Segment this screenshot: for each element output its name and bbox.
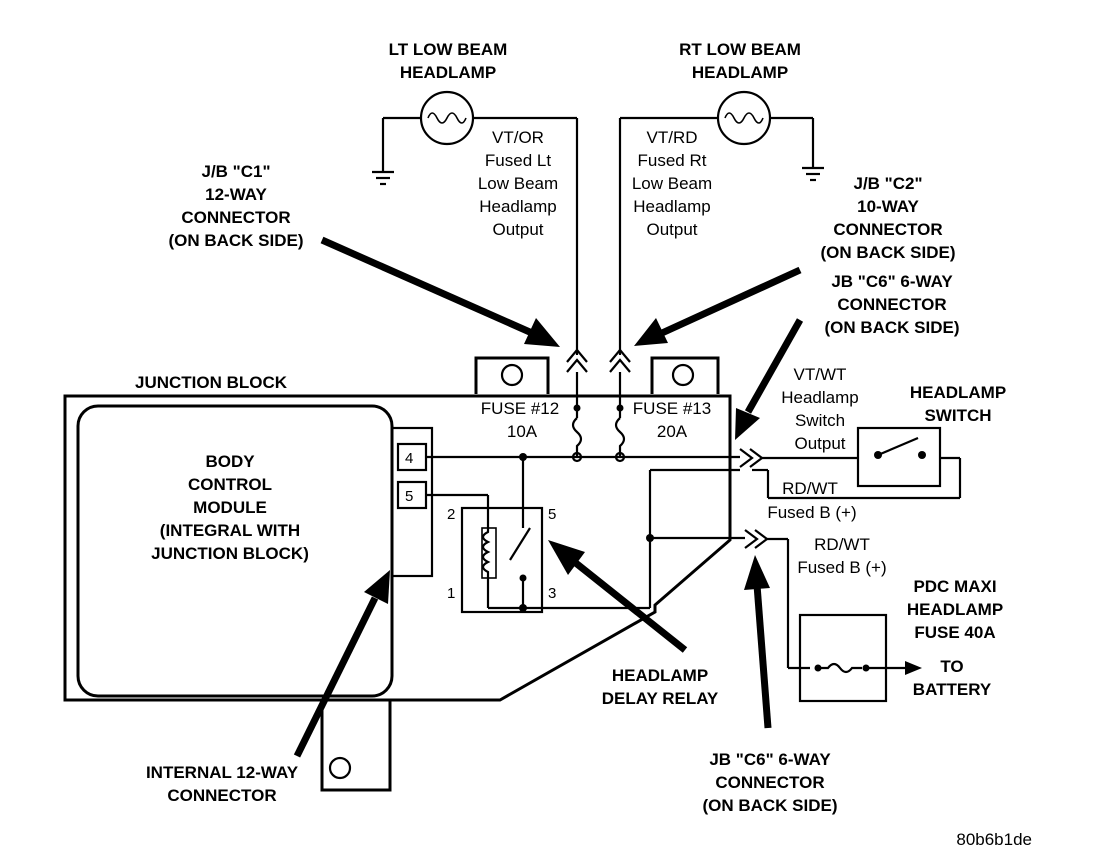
svg-text:20A: 20A xyxy=(657,422,688,441)
bcm-connector-strip xyxy=(390,426,434,578)
delay-relay-label: HEADLAMP DELAY RELAY xyxy=(602,666,719,708)
svg-text:10-WAY: 10-WAY xyxy=(857,197,919,216)
svg-text:BODY: BODY xyxy=(205,452,255,471)
svg-text:Output: Output xyxy=(794,434,845,453)
svg-text:Low Beam: Low Beam xyxy=(478,174,558,193)
svg-text:FUSE #12: FUSE #12 xyxy=(481,399,559,418)
lt-wire-label: VT/OR Fused Lt Low Beam Headlamp Output xyxy=(478,128,558,239)
rt-low-beam-label: RT LOW BEAM HEADLAMP xyxy=(679,40,801,82)
svg-text:Fused Rt: Fused Rt xyxy=(638,151,707,170)
jb-c6-top-label: JB "C6" 6-WAY CONNECTOR (ON BACK SIDE) xyxy=(824,272,959,337)
svg-text:FUSE #13: FUSE #13 xyxy=(633,399,711,418)
svg-text:RD/WT: RD/WT xyxy=(814,535,870,554)
svg-text:(ON BACK SIDE): (ON BACK SIDE) xyxy=(820,243,955,262)
svg-text:Fused B (+): Fused B (+) xyxy=(767,503,856,522)
svg-text:(ON BACK SIDE): (ON BACK SIDE) xyxy=(702,796,837,815)
fuse-13-label: FUSE #13 20A xyxy=(633,399,711,441)
svg-text:RT LOW BEAM: RT LOW BEAM xyxy=(679,40,801,59)
svg-text:VT/WT: VT/WT xyxy=(794,365,847,384)
svg-text:Fused B (+): Fused B (+) xyxy=(797,558,886,577)
svg-text:Output: Output xyxy=(646,220,697,239)
svg-text:HEADLAMP: HEADLAMP xyxy=(907,600,1003,619)
svg-text:VT/RD: VT/RD xyxy=(647,128,698,147)
lt-low-beam-label: LT LOW BEAM HEADLAMP xyxy=(389,40,508,82)
delay-relay-box xyxy=(460,506,544,614)
svg-text:2: 2 xyxy=(447,506,455,523)
lt-headlamp xyxy=(372,90,577,186)
svg-text:J/B "C2": J/B "C2" xyxy=(853,174,922,193)
svg-text:Switch: Switch xyxy=(795,411,845,430)
fuse-12-label: FUSE #12 10A xyxy=(481,399,559,441)
pdc-fuse-label: PDC MAXI HEADLAMP FUSE 40A xyxy=(907,577,1003,642)
svg-text:HEADLAMP: HEADLAMP xyxy=(692,63,788,82)
pin-labels: 4 5 2 5 1 3 xyxy=(405,450,556,602)
figure-id: 80b6b1de xyxy=(956,830,1032,849)
svg-text:10A: 10A xyxy=(507,422,538,441)
headlamp-switch-label: HEADLAMP SWITCH xyxy=(910,383,1006,425)
svg-text:BATTERY: BATTERY xyxy=(913,680,992,699)
svg-text:(ON BACK SIDE): (ON BACK SIDE) xyxy=(168,231,303,250)
svg-text:HEADLAMP: HEADLAMP xyxy=(910,383,1006,402)
svg-text:HEADLAMP: HEADLAMP xyxy=(612,666,708,685)
rt-headlamp xyxy=(620,90,824,182)
svg-text:CONNECTOR: CONNECTOR xyxy=(837,295,946,314)
svg-text:CONNECTOR: CONNECTOR xyxy=(181,208,290,227)
svg-text:Headlamp: Headlamp xyxy=(633,197,711,216)
rt-wire-label: VT/RD Fused Rt Low Beam Headlamp Output xyxy=(632,128,712,239)
to-battery-label: TO BATTERY xyxy=(913,657,992,699)
svg-text:HEADLAMP: HEADLAMP xyxy=(400,63,496,82)
svg-text:LT LOW BEAM: LT LOW BEAM xyxy=(389,40,508,59)
svg-text:J/B "C1": J/B "C1" xyxy=(201,162,270,181)
rdwt-2-label: RD/WT Fused B (+) xyxy=(797,535,886,577)
svg-text:CONNECTOR: CONNECTOR xyxy=(167,786,276,805)
svg-text:VT/OR: VT/OR xyxy=(492,128,544,147)
svg-text:FUSE 40A: FUSE 40A xyxy=(914,623,995,642)
rdwt-1-label: RD/WT Fused B (+) xyxy=(767,479,856,522)
svg-text:CONNECTOR: CONNECTOR xyxy=(833,220,942,239)
svg-text:PDC MAXI: PDC MAXI xyxy=(913,577,996,596)
svg-text:5: 5 xyxy=(405,488,413,505)
svg-text:5: 5 xyxy=(548,506,556,523)
internal-connector-label: INTERNAL 12-WAY CONNECTOR xyxy=(146,763,299,805)
svg-text:MODULE: MODULE xyxy=(193,498,267,517)
svg-text:JB "C6" 6-WAY: JB "C6" 6-WAY xyxy=(831,272,953,291)
svg-text:(INTEGRAL WITH: (INTEGRAL WITH xyxy=(160,521,300,540)
svg-text:CONTROL: CONTROL xyxy=(188,475,272,494)
svg-text:DELAY RELAY: DELAY RELAY xyxy=(602,689,719,708)
junction-block-outline xyxy=(63,356,732,792)
headlamp-switch-symbol xyxy=(856,426,942,488)
jb-c1-label: J/B "C1" 12-WAY CONNECTOR (ON BACK SIDE) xyxy=(168,162,303,250)
svg-text:(ON BACK SIDE): (ON BACK SIDE) xyxy=(824,318,959,337)
svg-text:Fused Lt: Fused Lt xyxy=(485,151,551,170)
jb-c6-bottom-label: JB "C6" 6-WAY CONNECTOR (ON BACK SIDE) xyxy=(702,750,837,815)
svg-text:Headlamp: Headlamp xyxy=(781,388,859,407)
svg-text:1: 1 xyxy=(447,585,455,602)
svg-text:Low Beam: Low Beam xyxy=(632,174,712,193)
svg-text:TO: TO xyxy=(940,657,963,676)
svg-text:4: 4 xyxy=(405,450,413,467)
svg-text:RD/WT: RD/WT xyxy=(782,479,838,498)
switch-output-wire-label: VT/WT Headlamp Switch Output xyxy=(781,365,859,453)
svg-text:Headlamp: Headlamp xyxy=(479,197,557,216)
svg-text:INTERNAL 12-WAY: INTERNAL 12-WAY xyxy=(146,763,299,782)
callout-arrows xyxy=(293,236,804,758)
pdc-fuse-symbol xyxy=(767,537,922,703)
jb-c2-label: J/B "C2" 10-WAY CONNECTOR (ON BACK SIDE) xyxy=(820,174,955,262)
svg-text:3: 3 xyxy=(548,585,556,602)
junction-block-label: JUNCTION BLOCK xyxy=(135,373,288,392)
svg-text:JB "C6" 6-WAY: JB "C6" 6-WAY xyxy=(709,750,831,769)
svg-text:Output: Output xyxy=(492,220,543,239)
svg-text:CONNECTOR: CONNECTOR xyxy=(715,773,824,792)
bcm-label: BODY CONTROL MODULE (INTEGRAL WITH JUNCT… xyxy=(151,452,309,563)
svg-text:SWITCH: SWITCH xyxy=(924,406,991,425)
svg-text:JUNCTION BLOCK): JUNCTION BLOCK) xyxy=(151,544,309,563)
svg-text:12-WAY: 12-WAY xyxy=(205,185,267,204)
